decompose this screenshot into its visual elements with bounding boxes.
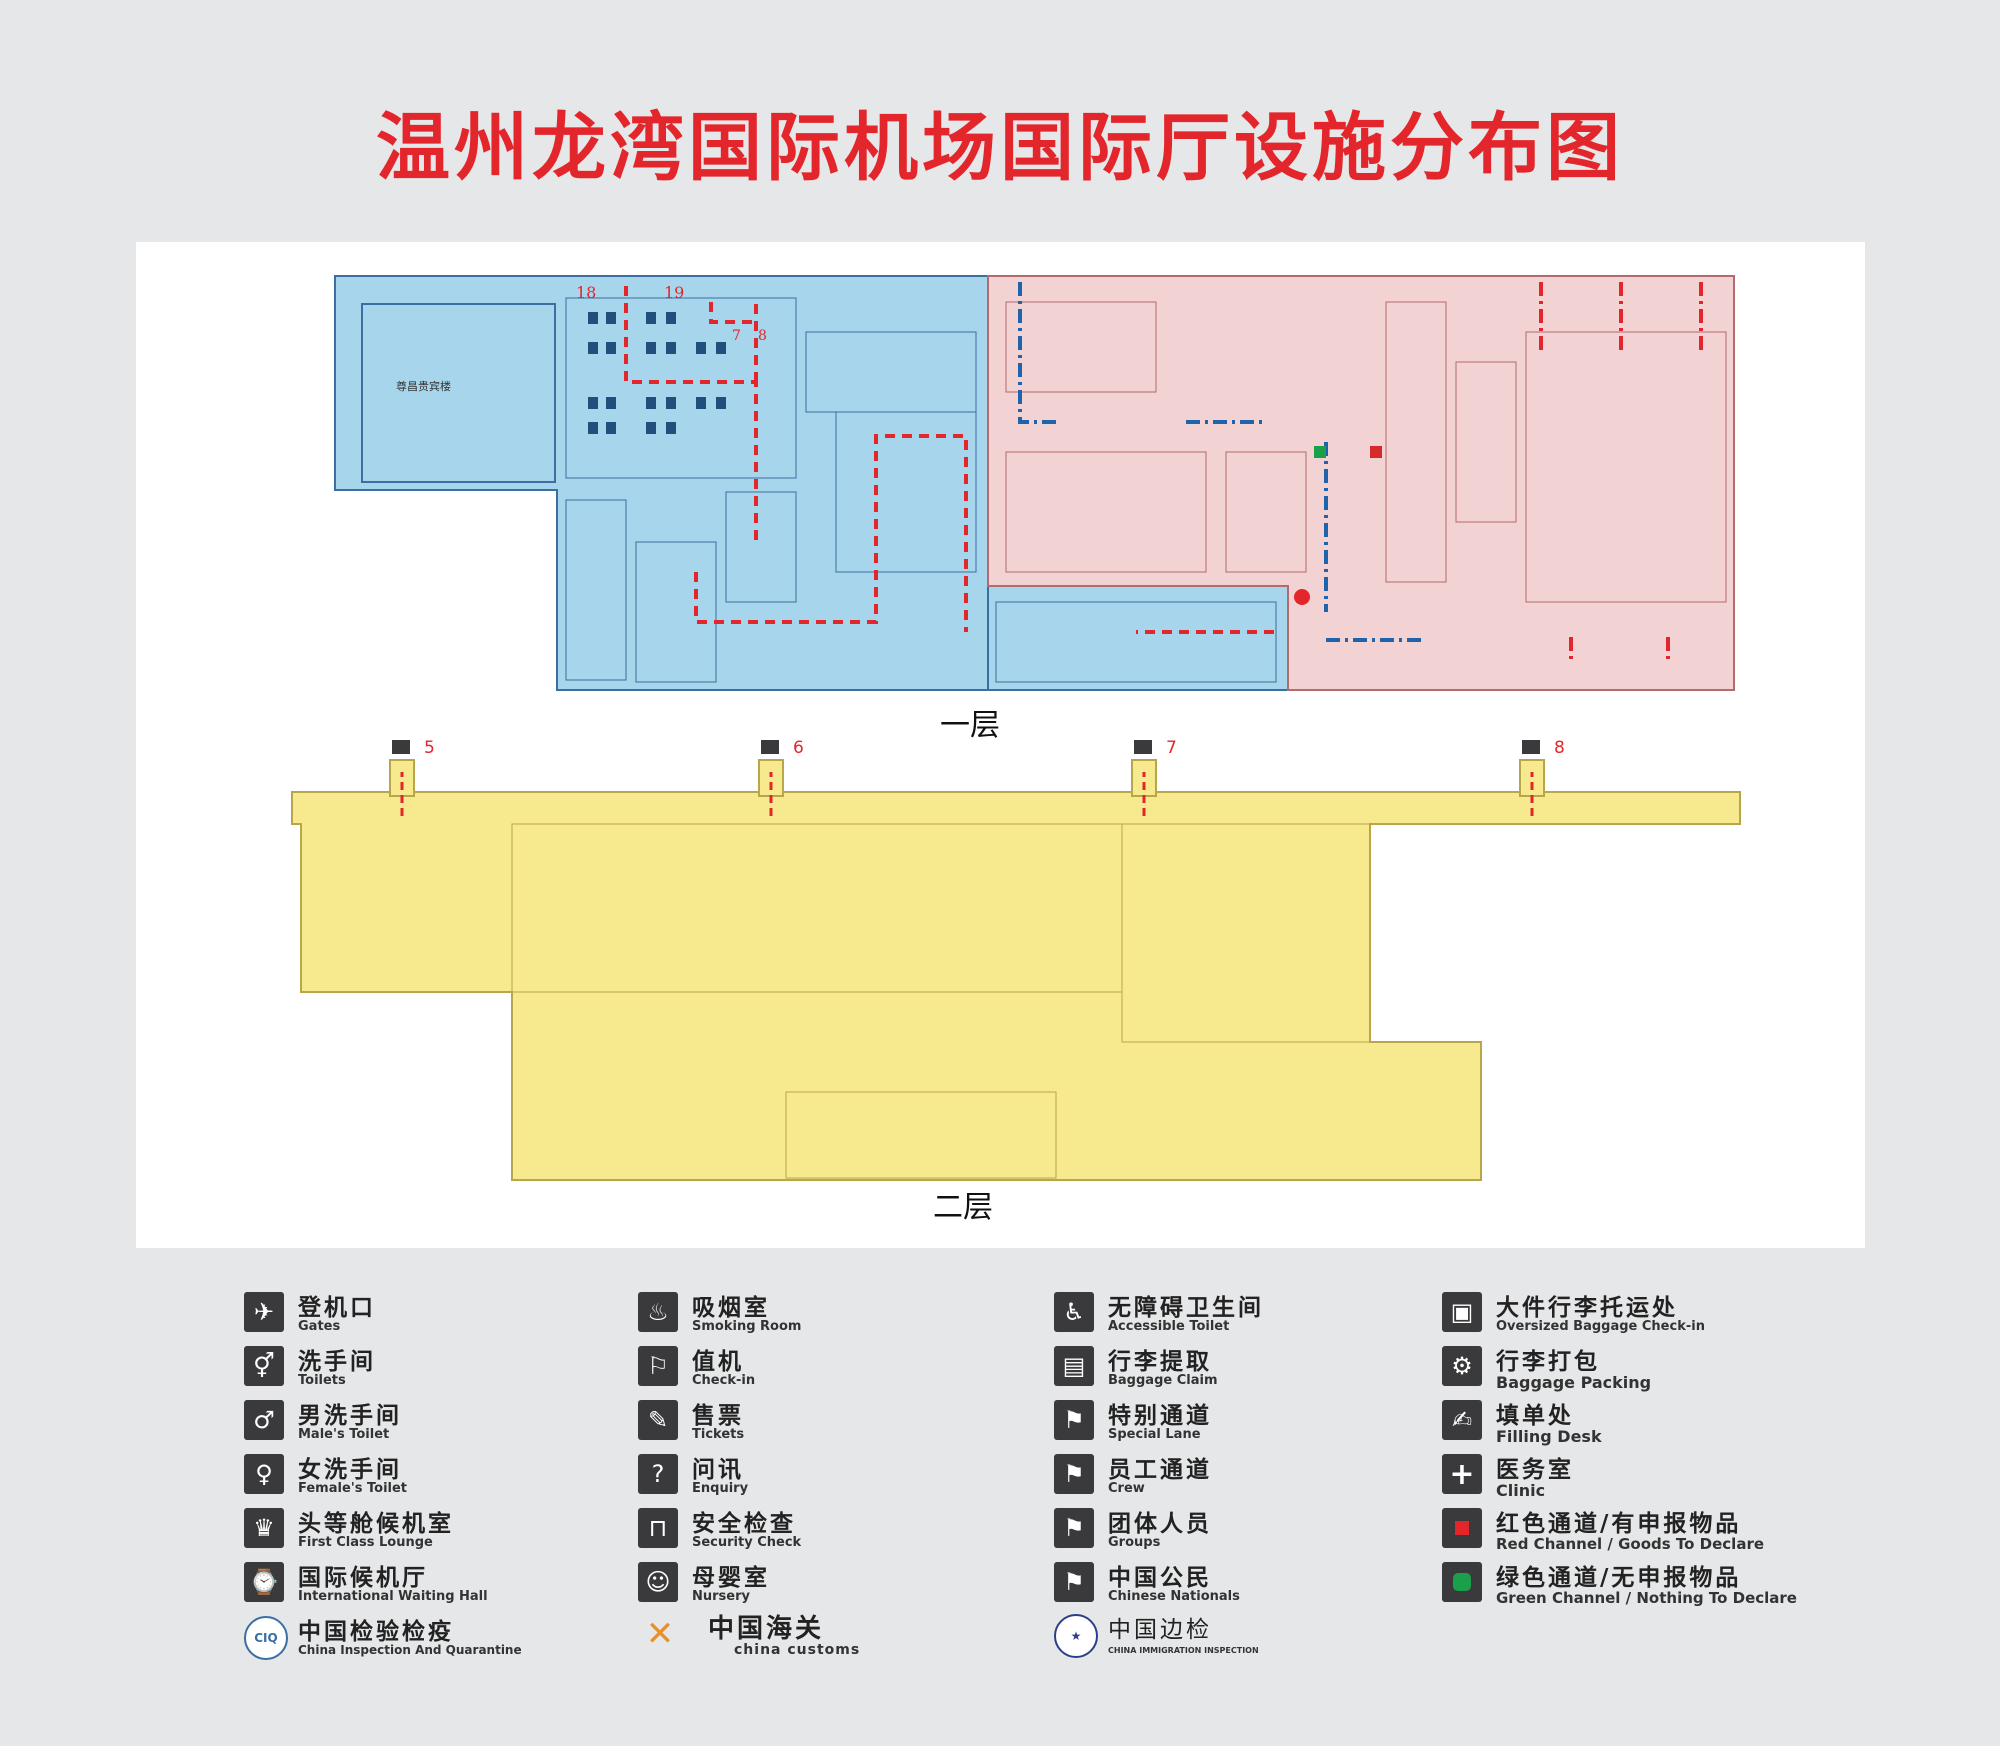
gate-icon-7: [1134, 740, 1152, 754]
special-lane-icon: ⚑: [1054, 1400, 1094, 1440]
map-title: 温州龙湾国际机场国际厅设施分布图: [376, 105, 1624, 191]
waiting-hall-icon: ⌚: [244, 1562, 284, 1602]
gate-number-18: 18: [576, 283, 596, 302]
red-channel-box: [1370, 446, 1382, 458]
accessible-toilet-icon: ♿: [1054, 1292, 1094, 1332]
first-floor-label: 一层: [940, 708, 1000, 743]
gate-number-7: 7: [732, 328, 741, 344]
oversized-baggage-icon: ▣: [1442, 1292, 1482, 1332]
gate-tower-6: [758, 759, 784, 797]
gate-tower-7: [1131, 759, 1157, 797]
chinese-nationals-icon: ⚑: [1054, 1562, 1094, 1602]
toilets-icon: ⚥: [244, 1346, 284, 1386]
green-channel-icon: [1442, 1562, 1482, 1602]
gate-tower-5: [389, 759, 415, 797]
gate-number-19: 19: [664, 283, 684, 302]
crew-icon: ⚑: [1054, 1454, 1094, 1494]
gate-number-6: 6: [793, 738, 804, 758]
immigration-logo-icon: ★: [1054, 1614, 1098, 1658]
clinic-icon: +: [1442, 1454, 1482, 1494]
baggage-claim-icon: ▤: [1054, 1346, 1094, 1386]
floor-plan: 尊昌贵宾楼: [291, 275, 1741, 1181]
baggage-packing-icon: ⚙: [1442, 1346, 1482, 1386]
enquiry-icon: ?: [638, 1454, 678, 1494]
plane-icon: ✈: [244, 1292, 284, 1332]
gate-icon-6: [761, 740, 779, 754]
customs-logo-icon: ✕: [645, 1614, 675, 1654]
gate-number-7-second: 7: [1166, 738, 1177, 758]
groups-icon: ⚑: [1054, 1508, 1094, 1548]
red-channel-marker: [1294, 589, 1310, 605]
second-floor-plan: 5 6 7 8: [291, 738, 1741, 1181]
gate-icon-5: [392, 740, 410, 754]
green-channel-marker: [1314, 446, 1326, 458]
gate-number-5: 5: [424, 738, 435, 758]
gate-number-8-second: 8: [1554, 738, 1565, 758]
first-class-lounge-icon: ♛: [244, 1508, 284, 1548]
ciq-logo-icon: CIQ: [244, 1616, 288, 1660]
filling-desk-icon: ✍: [1442, 1400, 1482, 1440]
smoking-icon: ♨: [638, 1292, 678, 1332]
male-toilet-icon: ♂: [244, 1400, 284, 1440]
arrival-zone: [987, 275, 1735, 691]
female-toilet-icon: ♀: [244, 1454, 284, 1494]
red-channel-icon: [1442, 1508, 1482, 1548]
second-floor-label: 二层: [933, 1190, 993, 1225]
nursery-icon: ☺: [638, 1562, 678, 1602]
vip-building: [361, 303, 556, 483]
map-panel: 尊昌贵宾楼: [136, 242, 1865, 1248]
second-floor-zone: [291, 791, 1741, 1181]
security-check-icon: ⊓: [638, 1508, 678, 1548]
check-in-icon: ⚐: [638, 1346, 678, 1386]
tickets-icon: ✎: [638, 1400, 678, 1440]
vip-room-label: 尊昌贵宾楼: [396, 379, 451, 393]
gate-tower-8: [1519, 759, 1545, 797]
gate-icon-8: [1522, 740, 1540, 754]
first-floor-plan: 尊昌贵宾楼: [334, 275, 1735, 691]
gate-number-8: 8: [758, 328, 767, 344]
